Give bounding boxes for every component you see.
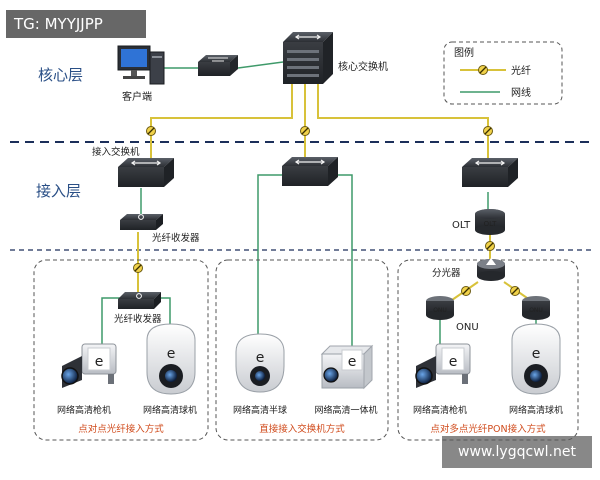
legend-cable-label: 网线 — [511, 86, 531, 99]
pon-caption: 点对多点光纤PON接入方式 — [430, 423, 546, 435]
legend-title: 图例 — [454, 46, 474, 59]
access-switch-middle-icon — [282, 157, 338, 186]
bullet-camera-left-icon — [61, 343, 117, 388]
media-converter-bottom-label: 光纤收发器 — [114, 313, 162, 325]
fiber-marker-lower-left — [133, 263, 143, 273]
fiber-core-to-right — [317, 82, 489, 158]
media-converter-top-icon — [120, 214, 163, 230]
onu-right-icon — [522, 296, 550, 320]
fiber-marker-right — [483, 126, 493, 136]
eye-logo-bullet-left: e — [95, 354, 104, 370]
onu-left-device-text: ONU — [433, 307, 447, 314]
pon-camera-b-label: 网络高清球机 — [509, 404, 563, 416]
fiber-marker-onu-right — [510, 286, 520, 296]
media-converter-top-label: 光纤收发器 — [152, 232, 200, 244]
cable-switch-to-core — [237, 61, 284, 69]
semi-dome-camera-icon — [235, 333, 285, 393]
cable-mid-switch-to-semidome — [257, 174, 285, 340]
cable-mid-switch-to-box — [325, 174, 353, 348]
cable-converter-to-dome-left — [157, 297, 171, 330]
group-box-direct — [215, 259, 389, 441]
media-converter-bottom-icon — [118, 292, 161, 309]
cable-converter-to-bullet-left — [101, 297, 120, 350]
dome-camera-left-icon — [146, 323, 196, 395]
site-watermark: www.lygqcwl.net — [442, 436, 592, 468]
access-switch-left-icon — [118, 158, 174, 187]
onu-right-device-text: ONU — [529, 307, 543, 314]
eye-logo-dome-left: e — [167, 346, 176, 362]
tg-tag-overlay: TG: MYYJJPP — [6, 10, 146, 38]
legend-box — [443, 41, 563, 105]
p2p-caption: 点对点光纤接入方式 — [78, 423, 164, 435]
p2p-camera-a-label: 网络高清枪机 — [57, 404, 111, 416]
core-switch-icon — [283, 32, 333, 84]
olt-label: OLT — [452, 220, 471, 231]
splitter-icon — [477, 258, 505, 281]
core-switch-label: 核心交换机 — [338, 60, 388, 73]
access-switch-right-icon — [462, 158, 518, 187]
group-box-p2p — [33, 259, 209, 441]
fiber-marker-left — [146, 126, 156, 136]
dome-camera-right-icon — [511, 323, 561, 395]
direct-camera-b-label: 网络高清一体机 — [314, 404, 377, 416]
pon-camera-a-label: 网络高清枪机 — [413, 404, 467, 416]
fiber-marker-onu-left — [461, 286, 471, 296]
legend-fiber-marker — [478, 65, 488, 75]
legend-fiber-label: 光纤 — [511, 64, 531, 77]
olt-device-icon — [475, 209, 505, 235]
eye-logo-integrated: e — [348, 354, 357, 370]
eye-logo-semidome: e — [256, 350, 265, 366]
direct-caption: 直接接入交换机方式 — [259, 423, 345, 435]
client-label: 客户端 — [122, 90, 152, 103]
onu-label: ONU — [456, 322, 479, 333]
fiber-core-to-left — [150, 82, 293, 158]
client-pc-icon — [117, 45, 165, 85]
integrated-camera-icon — [320, 344, 374, 390]
p2p-camera-b-label: 网络高清球机 — [143, 404, 197, 416]
bullet-camera-right-icon — [415, 343, 471, 388]
direct-camera-a-label: 网络高清半球 — [233, 404, 287, 416]
onu-left-icon — [426, 296, 454, 320]
access-layer-label: 接入层 — [36, 182, 81, 200]
fiber-marker-olt — [485, 241, 495, 251]
core-layer-label: 核心层 — [38, 66, 83, 84]
splitter-label: 分光器 — [432, 267, 461, 279]
eye-logo-bullet-right: e — [449, 354, 458, 370]
eye-logo-dome-right: e — [532, 346, 541, 362]
access-switch-label: 接入交换机 — [92, 146, 140, 158]
client-switch-icon — [198, 55, 238, 76]
fiber-marker-middle — [300, 126, 310, 136]
olt-device-text: OLT — [484, 220, 497, 228]
